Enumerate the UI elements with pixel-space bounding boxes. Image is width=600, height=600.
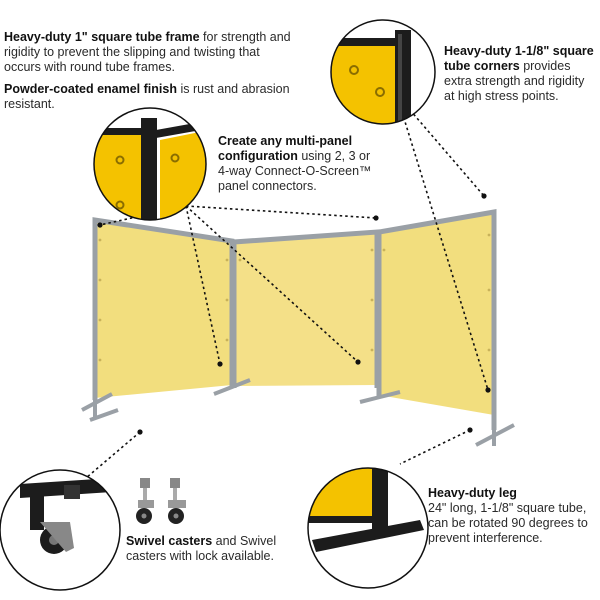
callout-corner-bold: Heavy-duty 1-1/8" square tube corners xyxy=(444,44,594,73)
callout-caster-bold: Swivel casters xyxy=(126,534,213,548)
callout-leg-text: 24" long, 1-1/8" square tube, can be rot… xyxy=(428,501,588,545)
welding-screen-panels xyxy=(81,209,515,447)
casters-pair xyxy=(136,478,186,524)
callout-frame-bold: Heavy-duty 1" square tube frame xyxy=(4,30,200,44)
callout-corner-text: provides extra strength and rigidity at … xyxy=(444,59,585,103)
callout-caster-text: and Swivel casters with lock available. xyxy=(126,534,277,563)
callout-frame-text: for strength and rigidity to prevent the… xyxy=(4,30,291,74)
zoom-corner-detail xyxy=(330,19,436,125)
left-panel-curtain xyxy=(95,222,232,398)
callout-config: Create any multi-panel configuration usi… xyxy=(218,134,378,194)
callout-corner: Heavy-duty 1-1/8" square tube corners pr… xyxy=(444,44,594,104)
callout-enamel-bold: Powder-coated enamel finish xyxy=(4,82,177,96)
callout-enamel-text: is rust and abrasion resistant. xyxy=(4,82,290,111)
callout-frame: Heavy-duty 1" square tube frame for stre… xyxy=(4,30,294,75)
callout-caster: Swivel casters and Swivel casters with l… xyxy=(126,534,296,564)
callout-enamel: Powder-coated enamel finish is rust and … xyxy=(4,82,294,112)
leader-lines xyxy=(85,109,489,479)
callout-config-text: using 2, 3 or 4-way Connect-O-Screen™ pa… xyxy=(218,149,372,193)
zoom-connector-detail xyxy=(93,107,207,221)
right-panel-curtain xyxy=(379,214,494,415)
callout-config-bold: Create any multi-panel configuration xyxy=(218,134,353,163)
zoom-caster-detail xyxy=(0,469,121,591)
callout-leg-bold: Heavy-duty leg xyxy=(428,486,517,500)
right-panel-frame xyxy=(376,209,497,430)
zoom-leg-detail xyxy=(307,467,429,589)
middle-panel-curtain xyxy=(234,234,377,386)
